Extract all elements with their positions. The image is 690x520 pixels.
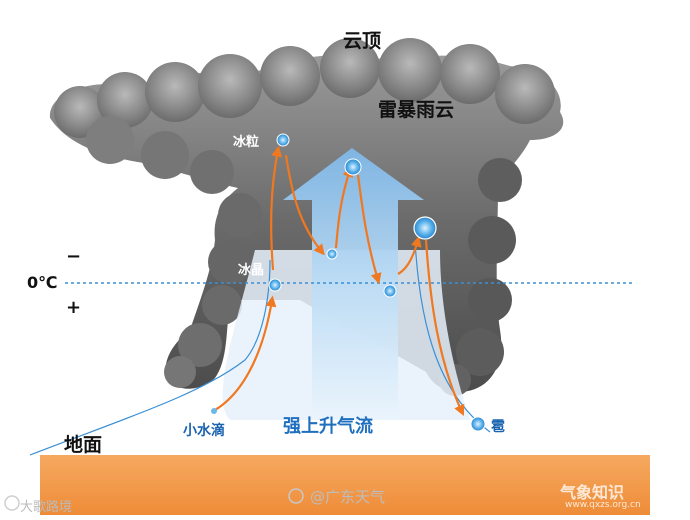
updraft-arrow (283, 148, 424, 420)
ice-pellet-label: 冰粒 (233, 135, 260, 150)
particle-trajectories (214, 145, 465, 416)
ice-pellet-icon (276, 133, 290, 147)
ice-particle-icon (383, 284, 397, 298)
watermark-center: @广东天气 (310, 488, 386, 506)
minus-sign-label: − (66, 246, 82, 267)
ice-crystal-icon (268, 278, 282, 292)
ice-particle-icon (344, 158, 362, 176)
ice-crystal-label: 冰晶 (238, 263, 265, 278)
watermark-url: www.qxzs.org.cn (565, 500, 641, 510)
watermark-right: 气象知识 (560, 483, 625, 502)
hail-icon (470, 416, 486, 432)
app-logo-icon (4, 495, 20, 511)
ice-particle-icon (326, 248, 338, 260)
updraft-label: 强上升气流 (283, 416, 373, 437)
ice-particles (211, 133, 486, 432)
weibo-logo-icon (288, 488, 304, 504)
droplet-icon (211, 408, 217, 414)
ground-label: 地面 (64, 434, 103, 456)
freezing-level-label: 0℃ (27, 273, 58, 292)
cloud-top-label: 云顶 (343, 30, 382, 52)
plus-sign-label: + (66, 297, 82, 318)
hail-label: 雹 (491, 419, 505, 435)
ice-particle-icon (413, 216, 437, 240)
cloud-name-label: 雷暴雨云 (378, 99, 455, 121)
watermark-left: 大歌路境 (20, 500, 73, 515)
ground (40, 455, 650, 515)
droplet-label: 小水滴 (183, 423, 225, 439)
